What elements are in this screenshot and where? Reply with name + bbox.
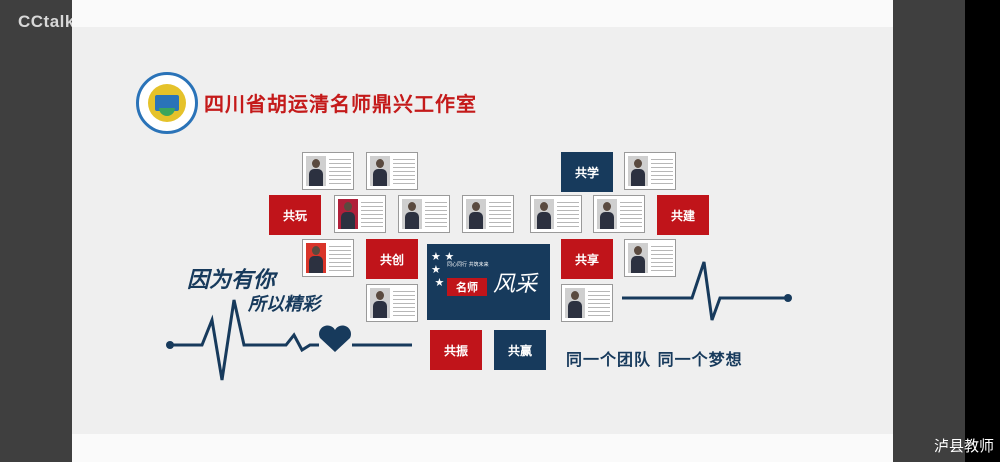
slide-bottom-bar bbox=[72, 434, 893, 462]
handwriting-line2: 所以精彩 bbox=[248, 294, 320, 315]
teacher-photo bbox=[302, 152, 354, 190]
teacher-photo bbox=[366, 284, 418, 322]
heart-icon bbox=[319, 325, 351, 352]
teacher-photo bbox=[593, 195, 645, 233]
center-panel: ★ ★★ ★ 同心同行 共筑未来 名师 风采 bbox=[427, 244, 550, 320]
tile-gongxiang: 共享 bbox=[561, 239, 613, 279]
heartbeat-line-icon bbox=[166, 261, 792, 381]
tile-gongxue: 共学 bbox=[561, 152, 613, 192]
teacher-photo bbox=[366, 152, 418, 190]
app-logo: CCtalk bbox=[18, 12, 75, 31]
panel-fengcai: 风采 bbox=[493, 272, 538, 297]
studio-logo-icon bbox=[136, 72, 198, 134]
teacher-photo bbox=[398, 195, 450, 233]
teacher-photo bbox=[530, 195, 582, 233]
handwriting-line1: 因为有你 bbox=[187, 267, 276, 293]
teacher-photo bbox=[334, 195, 386, 233]
teacher-photo bbox=[624, 239, 676, 277]
tile-gongying: 共赢 bbox=[494, 330, 546, 370]
teacher-photo bbox=[302, 239, 354, 277]
teacher-photo bbox=[462, 195, 514, 233]
tile-gongzhen: 共振 bbox=[430, 330, 482, 370]
side-strip bbox=[965, 0, 1000, 462]
stars-icon: ★ ★★ ★ bbox=[431, 250, 455, 289]
panel-name: 名师 bbox=[447, 278, 487, 296]
tile-gongwan: 共玩 bbox=[269, 195, 321, 235]
teacher-photo bbox=[624, 152, 676, 190]
tile-gongjian: 共建 bbox=[657, 195, 709, 235]
slide-top-bar bbox=[72, 0, 893, 27]
panel-motto: 同心同行 共筑未来 bbox=[447, 262, 489, 268]
slogan: 同一个团队 同一个梦想 bbox=[566, 350, 743, 369]
left-panel: CCtalk bbox=[0, 0, 75, 462]
corner-label: 泸县教师 bbox=[933, 437, 994, 455]
tile-gongchuang: 共创 bbox=[366, 239, 418, 279]
shared-slide: 四川省胡运清名师鼎兴工作室 共玩 共创 ★ ★★ ★ 同心同行 共筑未来 名师 … bbox=[72, 0, 893, 434]
teacher-photo bbox=[561, 284, 613, 322]
right-panel bbox=[893, 0, 965, 462]
slide-title: 四川省胡运清名师鼎兴工作室 bbox=[204, 92, 477, 116]
